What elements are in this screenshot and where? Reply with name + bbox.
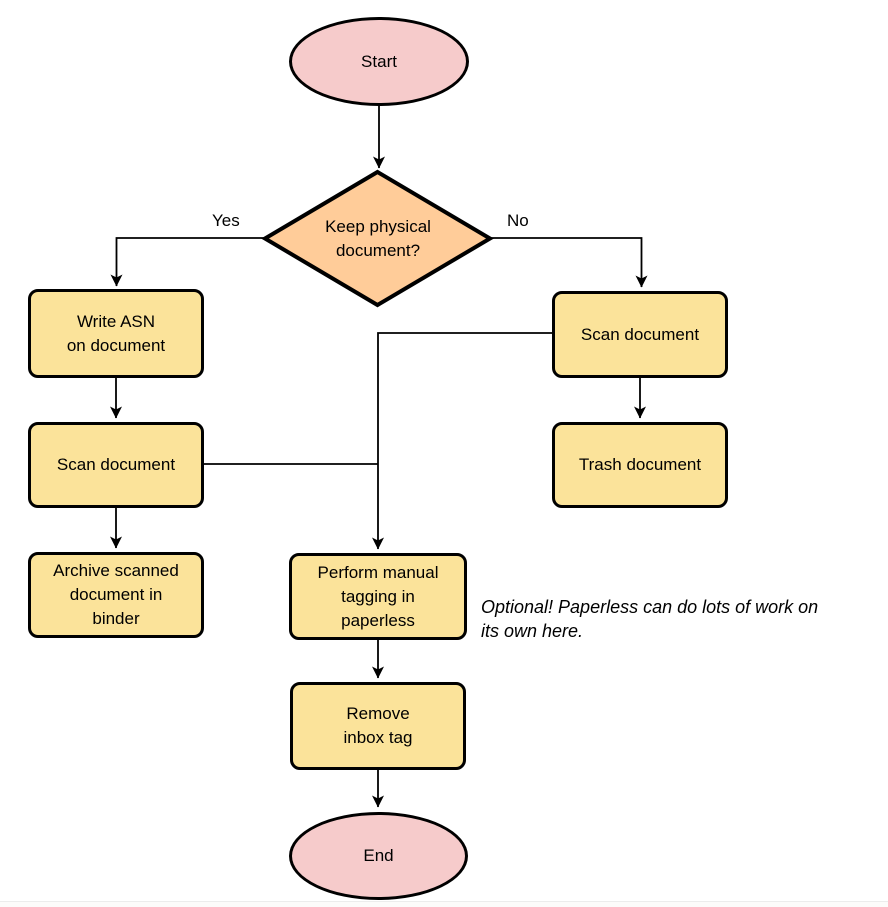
node-decision-shape xyxy=(261,169,494,308)
edge-decision-yes-to-write-asn xyxy=(110,237,265,287)
node-trash-document-label: Trash document xyxy=(578,455,702,474)
node-scan-document-left: Scan document xyxy=(28,422,204,508)
node-scan-document-left-label: Scan document xyxy=(56,455,176,474)
node-manual-tagging-label: Perform manual tagging in paperless xyxy=(317,562,439,630)
bottom-divider xyxy=(0,901,888,902)
bottom-strip xyxy=(0,902,888,907)
node-decision-label: Keep physical document? xyxy=(325,216,431,260)
node-trash-document: Trash document xyxy=(552,422,728,508)
node-remove-inbox-tag: Remove inbox tag xyxy=(290,682,466,770)
node-remove-inbox-tag-label: Remove inbox tag xyxy=(343,704,413,747)
node-scan-document-right-label: Scan document xyxy=(580,324,700,344)
node-manual-tagging: Perform manual tagging in paperless xyxy=(289,553,467,640)
node-scan-document-right: Scan document xyxy=(552,291,728,378)
optional-note: Optional! Paperless can do lots of work … xyxy=(481,597,819,641)
node-decision: Keep physical document? xyxy=(285,210,471,267)
node-write-asn-label: Write ASN on document xyxy=(66,311,166,355)
node-archive-in-binder: Archive scanned document in binder xyxy=(28,552,204,638)
node-write-asn: Write ASN on document xyxy=(28,289,204,378)
node-end-label: End xyxy=(363,846,394,865)
edge-label-yes: Yes xyxy=(212,211,240,230)
edge-scan-right-to-tagging xyxy=(372,332,552,550)
node-archive-in-binder-label: Archive scanned document in binder xyxy=(53,561,179,628)
edge-decision-no-to-scan-right xyxy=(490,237,648,288)
decision-diamond xyxy=(261,169,494,308)
node-start-label: Start xyxy=(361,51,397,71)
edge-label-no: No xyxy=(507,211,529,230)
node-end: End xyxy=(289,812,468,900)
node-start: Start xyxy=(289,17,469,106)
